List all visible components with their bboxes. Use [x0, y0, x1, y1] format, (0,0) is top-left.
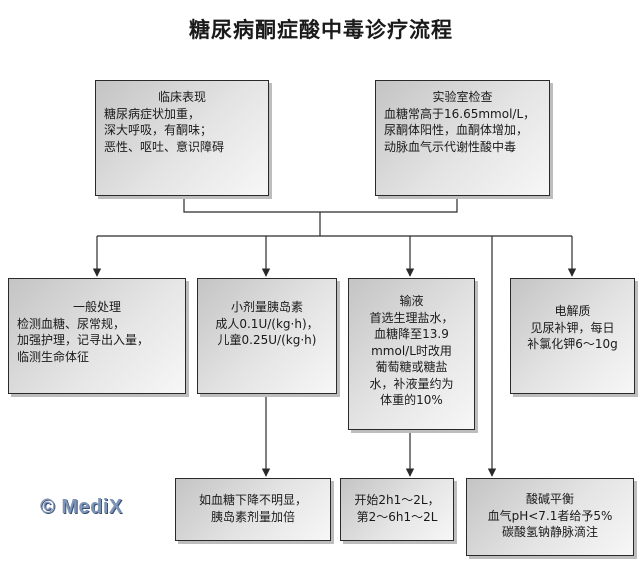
node-general: 一般处理 检测血糖、尿常规， 加强护理，记寻出入量， 临测生命体征	[8, 278, 186, 394]
node-fluids-line: mmol/L时改用	[371, 343, 452, 358]
node-fluids-next: 开始2h1～2L， 第2～6h1～2L	[340, 478, 454, 541]
node-insulin-next: 如血糖下降不明显， 胰岛素剂量加倍	[175, 478, 331, 541]
node-insulin-next-line: 胰岛素剂量加倍	[210, 509, 295, 524]
node-general-line: 临测生命体征	[17, 349, 90, 364]
copyright-icon: ©	[40, 496, 56, 518]
node-acidbase-line: 血气pH<7.1者给予5%	[487, 508, 613, 523]
node-electrolyte-heading: 电解质	[554, 304, 591, 318]
node-acidbase: 酸碱平衡 血气pH<7.1者给予5% 碳酸氢钠静脉滴注	[466, 478, 634, 556]
node-general-line: 检测血糖、尿常规，	[17, 316, 126, 331]
node-fluids: 输液 首选生理盐水， 血糖降至13.9 mmol/L时改用 葡萄糖或糖盐 水，补…	[348, 278, 475, 430]
node-general-line: 加强护理，记寻出入量，	[17, 333, 150, 347]
node-insulin-heading: 小剂量胰岛素	[230, 300, 303, 314]
medix-watermark: © MediX	[40, 496, 123, 519]
node-insulin-line: 成人0.1U/(kg·h)，	[215, 316, 319, 331]
node-lab-line: 尿酮体阳性，血酮体增加，	[384, 123, 529, 137]
node-general-heading: 一般处理	[72, 300, 121, 314]
node-lab-line: 动脉血气示代谢性酸中毒	[384, 139, 517, 154]
node-fluids-next-line: 第2～6h1～2L	[356, 509, 438, 524]
node-insulin-line: 儿童0.25U/(kg·h)	[217, 333, 317, 347]
watermark-text: MediX	[61, 496, 123, 518]
node-fluids-line: 体重的10%	[380, 393, 443, 407]
node-insulin: 小剂量胰岛素 成人0.1U/(kg·h)， 儿童0.25U/(kg·h)	[197, 278, 337, 394]
node-electrolyte-line: 见尿补钾，每日	[530, 320, 615, 335]
node-acidbase-line: 碳酸氢钠静脉滴注	[501, 525, 598, 539]
node-fluids-line: 首选生理盐水，	[369, 310, 454, 325]
diagram-title: 糖尿病酮症酸中毒诊疗流程	[189, 17, 453, 42]
node-fluids-next-line: 开始2h1～2L，	[354, 493, 440, 507]
connector-clinical	[183, 196, 320, 213]
node-acidbase-heading: 酸碱平衡	[525, 492, 574, 506]
node-clinical-line: 深大呼吸，有酮味；	[104, 123, 213, 137]
node-fluids-line: 血糖降至13.9	[374, 327, 449, 341]
node-lab-line: 血糖常高于16.65mmol/L，	[384, 106, 536, 121]
connector-lab	[320, 196, 458, 213]
node-fluids-line: 葡萄糖或糖盐	[375, 360, 448, 374]
node-clinical: 临床表现 糖尿病症状加重， 深大呼吸，有酮味； 恶性、呕吐、意识障碍	[95, 80, 269, 196]
node-fluids-heading: 输液	[399, 294, 424, 308]
node-electrolyte-line: 补氯化钾6～10g	[527, 337, 618, 351]
node-clinical-heading: 临床表现	[157, 90, 206, 104]
node-electrolyte: 电解质 见尿补钾，每日 补氯化钾6～10g	[510, 278, 635, 394]
node-clinical-line: 糖尿病症状加重，	[104, 106, 201, 121]
node-clinical-line: 恶性、呕吐、意识障碍	[104, 139, 225, 154]
node-fluids-line: 水，补液量约为	[369, 376, 454, 391]
node-lab: 实验室检查 血糖常高于16.65mmol/L， 尿酮体阳性，血酮体增加， 动脉血…	[375, 80, 550, 196]
node-insulin-next-line: 如血糖下降不明显，	[198, 493, 307, 507]
node-lab-heading: 实验室检查	[432, 90, 493, 104]
